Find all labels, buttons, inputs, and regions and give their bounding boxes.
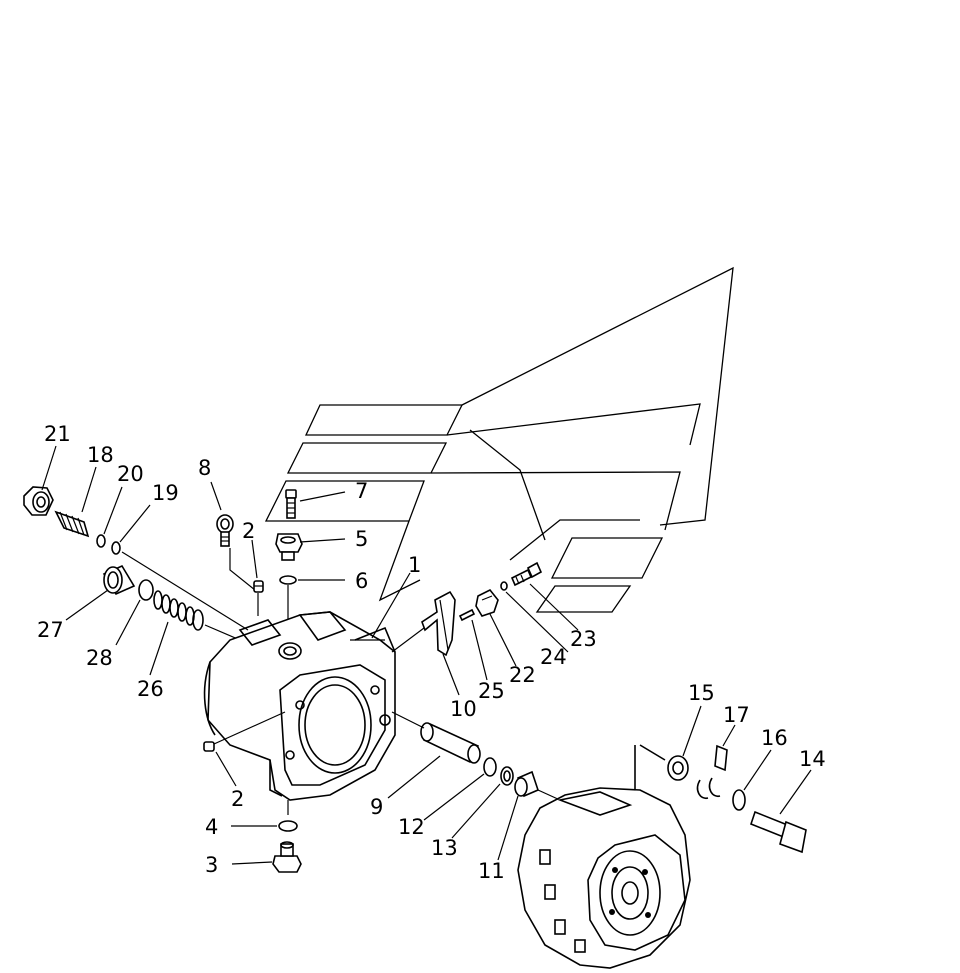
part-6-oring <box>279 575 297 585</box>
part-23-bolt <box>510 561 543 587</box>
callout-17: 17 <box>723 703 750 727</box>
part-8-dash-line <box>229 548 256 591</box>
part-1-housing <box>203 611 396 801</box>
callout-3: 3 <box>205 853 218 877</box>
part-2-lower-dash-line <box>213 711 286 745</box>
part-21-nut <box>23 486 54 516</box>
callout-10: 10 <box>450 697 477 721</box>
part-24-washer <box>500 581 508 591</box>
part-9-dash-line <box>391 711 425 729</box>
callout-28: 28 <box>86 646 113 670</box>
callout-16: 16 <box>761 726 788 750</box>
part-16-washer <box>732 789 746 811</box>
callout-labels: 1 2 2 3 4 5 6 7 8 9 10 11 12 13 14 15 16… <box>37 422 826 883</box>
callout-22: 22 <box>509 663 536 687</box>
part-2-plug-upper <box>253 580 264 593</box>
callout-6: 6 <box>355 569 368 593</box>
assembly-axis-line <box>121 551 249 631</box>
part-10-dash-line <box>391 627 425 653</box>
part-26-spring <box>153 590 204 631</box>
part-8-eyebolt <box>216 514 234 547</box>
callout-23: 23 <box>570 627 597 651</box>
callout-1: 1 <box>408 553 421 577</box>
part-12-ring <box>483 757 497 777</box>
callout-13: 13 <box>431 836 458 860</box>
part-4-oring <box>278 820 298 832</box>
part-20-ring <box>96 534 106 548</box>
watermark-logo <box>264 266 734 613</box>
callout-8: 8 <box>198 456 211 480</box>
part-9-piston <box>420 722 481 764</box>
part-5-plug <box>275 533 303 561</box>
assembly-axis-line <box>204 624 241 641</box>
callout-5: 5 <box>355 527 368 551</box>
part-2-plug-lower <box>203 741 215 752</box>
part-15-ring <box>667 755 689 781</box>
callout-26: 26 <box>137 677 164 701</box>
callout-21: 21 <box>44 422 71 446</box>
part-13-ring <box>500 766 514 786</box>
part-3-plug <box>272 841 302 873</box>
part-27-cap <box>102 564 136 596</box>
callout-11: 11 <box>478 859 505 883</box>
part-14-bolt <box>750 810 807 854</box>
callout-20: 20 <box>117 462 144 486</box>
part-22-bracket <box>475 588 499 617</box>
pump-unit <box>517 744 691 969</box>
part-17-clip <box>696 744 728 800</box>
part-13-ring-inner <box>503 770 511 782</box>
part-18-plug <box>54 510 90 538</box>
callout-18: 18 <box>87 443 114 467</box>
callout-27: 27 <box>37 618 64 642</box>
callout-2-upper: 2 <box>242 519 255 543</box>
callout-19: 19 <box>152 481 179 505</box>
part-10-lever <box>421 590 456 657</box>
leader-lines <box>41 445 812 865</box>
part-19-ring <box>111 541 121 555</box>
callout-15: 15 <box>688 681 715 705</box>
callout-14: 14 <box>799 747 826 771</box>
callout-7: 7 <box>355 479 368 503</box>
callout-25: 25 <box>478 679 505 703</box>
part-11-sleeve <box>514 770 539 798</box>
callout-2-lower: 2 <box>231 787 244 811</box>
part-28-oring <box>138 579 154 601</box>
callout-24: 24 <box>540 645 567 669</box>
part-11-dash-line <box>537 789 561 801</box>
callout-4: 4 <box>205 815 218 839</box>
callout-9: 9 <box>370 795 383 819</box>
part-25-pin <box>458 608 476 622</box>
part-7-bolt <box>285 489 297 519</box>
callout-12: 12 <box>398 815 425 839</box>
